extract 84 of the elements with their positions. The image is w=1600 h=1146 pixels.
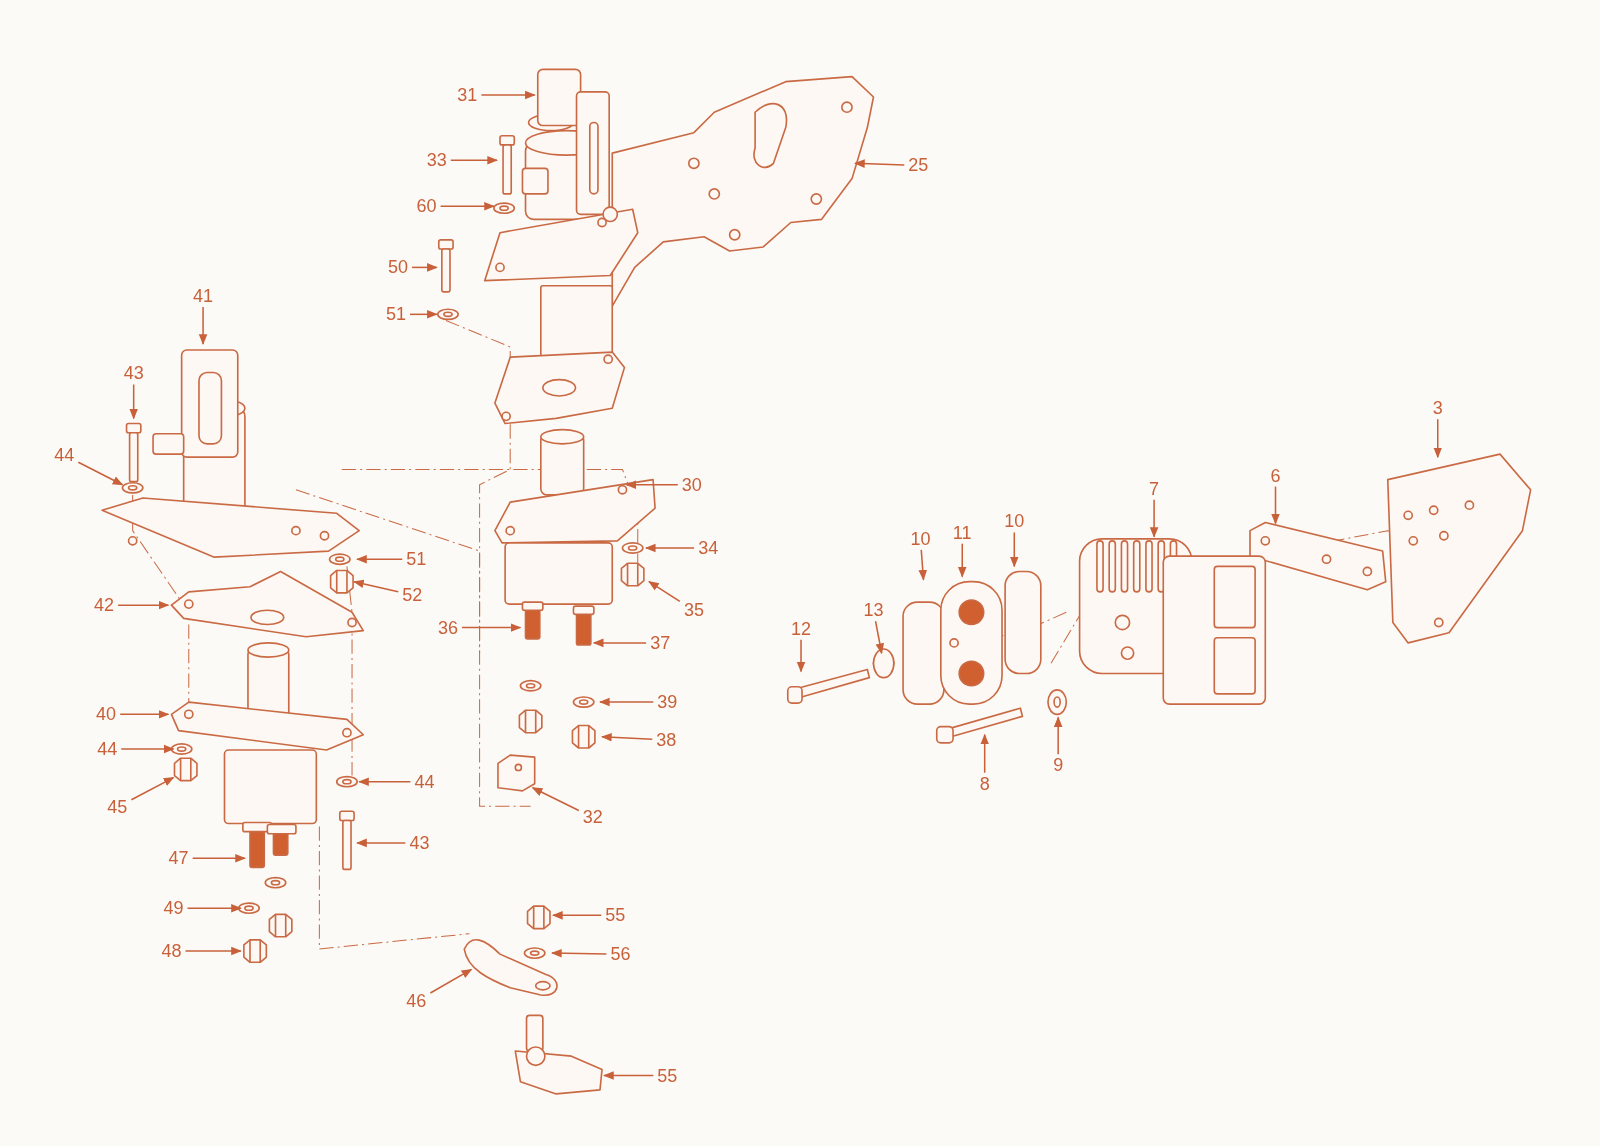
leader-line bbox=[874, 620, 885, 655]
callout-number: 49 bbox=[162, 898, 185, 919]
leader-line bbox=[644, 543, 695, 553]
callout-number: 40 bbox=[95, 704, 118, 725]
leader-line bbox=[480, 90, 536, 100]
leader-line bbox=[550, 948, 608, 958]
leader-line bbox=[198, 306, 208, 345]
callout-number: 51 bbox=[384, 304, 407, 325]
leader-line bbox=[854, 159, 906, 168]
leader-line bbox=[356, 838, 407, 848]
leader-line bbox=[120, 744, 175, 754]
callout-number: 33 bbox=[425, 150, 448, 171]
leader-line bbox=[1010, 531, 1019, 568]
callout-number: 9 bbox=[1052, 755, 1065, 776]
callout-number: 12 bbox=[790, 618, 813, 639]
callout-number: 46 bbox=[405, 991, 428, 1011]
callout-number: 43 bbox=[408, 832, 431, 853]
callout-number: 38 bbox=[655, 729, 678, 750]
callout-number: 55 bbox=[604, 905, 627, 926]
callout-number: 25 bbox=[907, 155, 930, 176]
leader-line bbox=[598, 697, 655, 707]
callout-number: 10 bbox=[909, 528, 932, 549]
leader-line bbox=[353, 579, 399, 593]
leader-line bbox=[119, 710, 170, 719]
leader-line bbox=[957, 542, 967, 578]
callout-number: 56 bbox=[609, 944, 632, 965]
callout-number: 6 bbox=[1269, 465, 1282, 486]
leader-line bbox=[552, 911, 602, 920]
leader-line bbox=[429, 968, 473, 994]
callout-number: 44 bbox=[413, 771, 436, 792]
leader-line bbox=[625, 480, 679, 489]
leader-line bbox=[77, 461, 124, 486]
callout-number: 10 bbox=[1003, 511, 1026, 532]
callout-number: 45 bbox=[106, 797, 129, 818]
leader-line bbox=[358, 777, 412, 786]
callout-number: 3 bbox=[1431, 398, 1444, 419]
callout-number: 44 bbox=[96, 738, 119, 759]
leader-line bbox=[186, 903, 242, 913]
callout-number: 60 bbox=[415, 196, 438, 217]
leader-line bbox=[117, 600, 170, 610]
callout-number: 47 bbox=[167, 848, 190, 869]
callout-number: 34 bbox=[697, 537, 720, 558]
leader-line bbox=[130, 776, 175, 801]
leader-line bbox=[129, 383, 138, 420]
callout-number: 41 bbox=[192, 285, 215, 306]
leader-line bbox=[1053, 716, 1063, 756]
callout-number: 43 bbox=[122, 363, 145, 384]
callout-number: 51 bbox=[405, 549, 428, 570]
callout-number: 32 bbox=[581, 807, 604, 828]
leader-line bbox=[461, 623, 522, 632]
callout-number: 50 bbox=[386, 257, 409, 278]
leader-line bbox=[918, 549, 927, 581]
callout-number: 42 bbox=[93, 595, 116, 616]
leader-line bbox=[603, 1071, 655, 1080]
leader-line bbox=[531, 787, 580, 812]
leader-line bbox=[439, 201, 495, 211]
leader-line bbox=[184, 946, 242, 956]
leader-line bbox=[592, 638, 647, 648]
leader-line bbox=[648, 580, 681, 603]
callout-number: 35 bbox=[682, 600, 705, 621]
callout-number: 44 bbox=[53, 445, 76, 466]
callout-number: 8 bbox=[978, 773, 991, 794]
leader-line bbox=[600, 732, 654, 742]
callout-number: 7 bbox=[1148, 478, 1161, 499]
callout-number: 55 bbox=[656, 1065, 679, 1086]
leader-line bbox=[796, 638, 806, 673]
leader-line bbox=[411, 263, 438, 272]
callout-number: 13 bbox=[862, 600, 885, 621]
leader-line bbox=[409, 310, 438, 319]
leader-line bbox=[191, 853, 246, 863]
leader-line bbox=[980, 733, 989, 774]
callout-number: 11 bbox=[951, 522, 973, 543]
callout-number: 52 bbox=[401, 584, 424, 605]
callout-number: 36 bbox=[436, 617, 459, 638]
leader-line bbox=[1271, 485, 1280, 525]
callout-number: 48 bbox=[160, 941, 183, 961]
leader-line bbox=[356, 554, 404, 564]
callout-number: 30 bbox=[680, 474, 703, 495]
callout-number: 39 bbox=[656, 692, 679, 713]
callout-number: 31 bbox=[456, 84, 479, 105]
leader-line bbox=[1433, 418, 1443, 459]
leader-line bbox=[450, 155, 498, 165]
leader-line bbox=[1149, 499, 1159, 538]
callout-number: 37 bbox=[649, 632, 672, 653]
